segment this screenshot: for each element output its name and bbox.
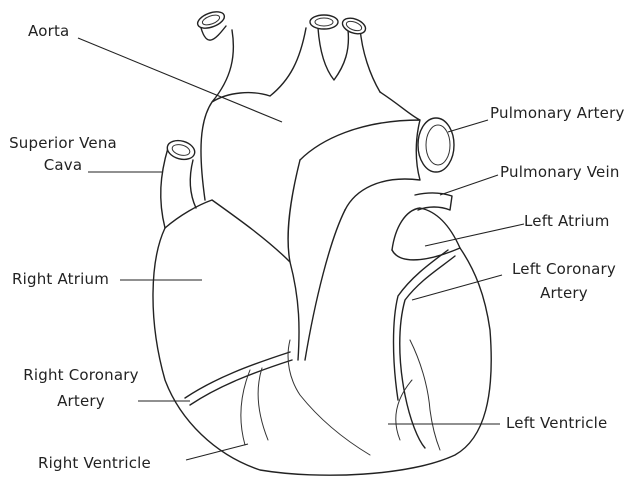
aorta-shape — [199, 23, 381, 201]
pulmonary-artery-opening — [417, 117, 455, 173]
heart-outline — [152, 207, 492, 476]
label-right-coronary-artery-line2: Artery — [57, 392, 105, 410]
leader-pulmonary-vein — [439, 174, 499, 196]
left-atrium-shape — [391, 247, 461, 261]
pulmonary-trunk-shape — [299, 91, 421, 211]
leader-left-coronary-artery — [411, 274, 503, 301]
label-superior-vena-cava-line2: Cava — [43, 156, 83, 174]
leader-aorta — [77, 37, 283, 123]
label-left-coronary-artery: Left Coronary Artery — [500, 260, 628, 302]
aorta-branch-2-opening — [309, 14, 339, 30]
label-pulmonary-vein: Pulmonary Vein — [500, 163, 620, 181]
label-right-atrium: Right Atrium — [12, 270, 109, 288]
label-superior-vena-cava-line1: Superior Vena — [9, 134, 117, 152]
label-right-ventricle: Right Ventricle — [38, 454, 151, 472]
right-atrium-shape — [164, 199, 300, 361]
superior-vena-cava-shape — [160, 147, 197, 229]
label-right-coronary-artery: Right Coronary Artery — [14, 366, 148, 410]
leader-left-atrium — [424, 223, 525, 247]
label-left-atrium: Left Atrium — [524, 212, 610, 230]
right-coronary-artery-shape — [184, 351, 293, 406]
label-left-coronary-artery-line1: Left Coronary — [512, 260, 616, 278]
label-left-coronary-artery-line2: Artery — [540, 284, 588, 302]
pulmonary-vein-shape — [414, 192, 453, 211]
label-pulmonary-artery: Pulmonary Artery — [490, 104, 625, 122]
label-aorta: Aorta — [28, 22, 70, 40]
leader-right-ventricle — [185, 443, 249, 461]
leader-pulmonary-artery — [447, 119, 489, 133]
label-left-ventricle: Left Ventricle — [506, 414, 608, 432]
right-ventricle-vessels — [240, 339, 371, 456]
label-superior-vena-cava: Superior Vena Cava — [4, 134, 122, 174]
label-right-coronary-artery-line1: Right Coronary — [23, 366, 139, 384]
